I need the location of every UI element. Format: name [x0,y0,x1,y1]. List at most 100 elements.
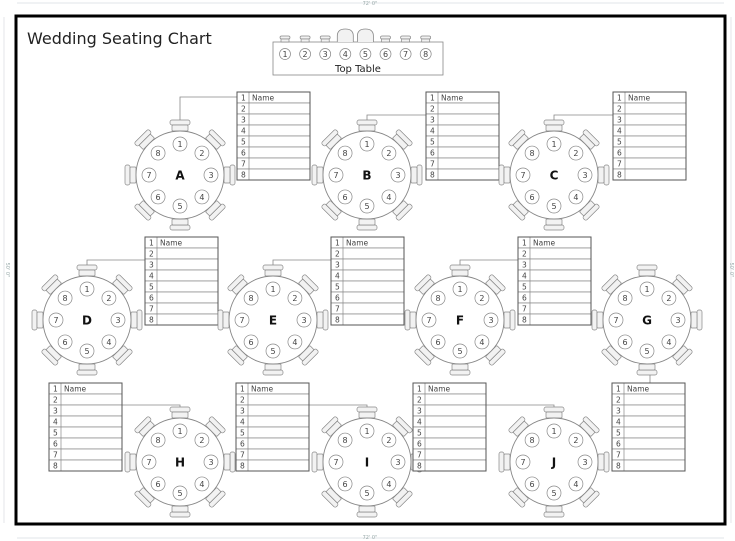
guest-name-field[interactable] [61,395,121,404]
guest-name-field[interactable] [425,417,485,426]
guest-name-field[interactable] [157,249,217,258]
guest-name-field[interactable] [624,461,684,470]
seat-number: 1 [364,140,369,149]
guest-name-field[interactable] [624,384,684,393]
guest-name-field[interactable] [425,461,485,470]
name-column-header: Name [160,239,183,248]
guest-name-field[interactable] [624,450,684,459]
guest-name-field[interactable] [61,384,121,393]
guest-name-field[interactable] [624,395,684,404]
chair-icon [316,309,329,331]
guest-name-field[interactable] [61,461,121,470]
guest-name-field[interactable] [61,450,121,459]
guest-name-field[interactable] [248,450,308,459]
row-number: 1 [149,239,154,248]
guest-name-field[interactable] [438,104,498,113]
guest-name-field[interactable] [624,439,684,448]
guest-name-field[interactable] [157,260,217,269]
guest-name-field[interactable] [343,304,403,313]
guest-name-field[interactable] [248,406,308,415]
guest-name-field[interactable] [625,159,685,168]
seat-number: 2 [386,436,391,445]
guest-name-field[interactable] [249,115,309,124]
seat-marker [319,48,332,60]
guest-name-field[interactable] [530,282,590,291]
guest-name-field[interactable] [157,282,217,291]
guest-name-field[interactable] [425,406,485,415]
guest-name-field[interactable] [249,170,309,179]
guest-name-field[interactable] [249,137,309,146]
seat-number: 3 [208,171,213,180]
guest-name-field[interactable] [530,238,590,247]
guest-name-field[interactable] [438,115,498,124]
guest-name-field[interactable] [625,148,685,157]
seat-number: 8 [436,294,441,303]
seat-marker [172,136,188,152]
guest-name-field[interactable] [438,126,498,135]
seat-number: 8 [343,149,348,158]
seat-marker [452,343,468,359]
guest-name-field[interactable] [530,249,590,258]
guest-name-field[interactable] [61,439,121,448]
guest-name-field[interactable] [248,461,308,470]
guest-name-field[interactable] [624,428,684,437]
guest-name-field[interactable] [248,384,308,393]
guest-name-field[interactable] [530,260,590,269]
guest-name-field[interactable] [530,315,590,324]
guest-name-field[interactable] [425,450,485,459]
guest-name-field[interactable] [343,282,403,291]
seat-number: 1 [644,285,649,294]
guest-name-field[interactable] [343,249,403,258]
guest-name-field[interactable] [248,417,308,426]
guest-name-field[interactable] [425,384,485,393]
guest-name-field[interactable] [157,238,217,247]
guest-name-field[interactable] [625,104,685,113]
seat-marker [515,454,531,470]
guest-name-field[interactable] [625,170,685,179]
seat-marker [337,432,353,448]
guest-name-field[interactable] [624,406,684,415]
name-column-header: Name [533,239,556,248]
guest-name-field[interactable] [157,271,217,280]
guest-name-field[interactable] [625,93,685,102]
guest-name-field[interactable] [157,293,217,302]
guest-name-field[interactable] [438,170,498,179]
guest-name-field[interactable] [249,126,309,135]
guest-name-field[interactable] [530,304,590,313]
guest-name-field[interactable] [248,439,308,448]
row-number: 1 [240,385,245,394]
guest-name-field[interactable] [530,271,590,280]
guest-name-field[interactable] [425,395,485,404]
guest-name-field[interactable] [530,293,590,302]
guest-name-field[interactable] [438,159,498,168]
guest-name-field[interactable] [249,159,309,168]
guest-name-field[interactable] [343,315,403,324]
guest-name-field[interactable] [61,417,121,426]
guest-name-field[interactable] [624,417,684,426]
guest-name-field[interactable] [343,293,403,302]
guest-name-field[interactable] [438,137,498,146]
guest-name-field[interactable] [438,148,498,157]
guest-name-field[interactable] [248,395,308,404]
row-number: 8 [241,171,246,180]
guest-name-field[interactable] [249,93,309,102]
guest-name-field[interactable] [425,428,485,437]
guest-name-field[interactable] [343,238,403,247]
guest-name-field[interactable] [438,93,498,102]
guest-name-field[interactable] [625,115,685,124]
guest-name-field[interactable] [343,260,403,269]
guest-name-field[interactable] [343,271,403,280]
guest-name-field[interactable] [157,315,217,324]
guest-name-field[interactable] [249,104,309,113]
guest-name-field[interactable] [157,304,217,313]
guest-name-field[interactable] [425,439,485,448]
seat-marker [546,136,562,152]
row-number: 2 [335,250,340,259]
guest-name-field[interactable] [625,137,685,146]
guest-name-field[interactable] [61,428,121,437]
guest-name-field[interactable] [625,126,685,135]
guest-name-field[interactable] [249,148,309,157]
guest-name-field[interactable] [248,428,308,437]
chair-icon [508,200,529,221]
guest-name-field[interactable] [61,406,121,415]
